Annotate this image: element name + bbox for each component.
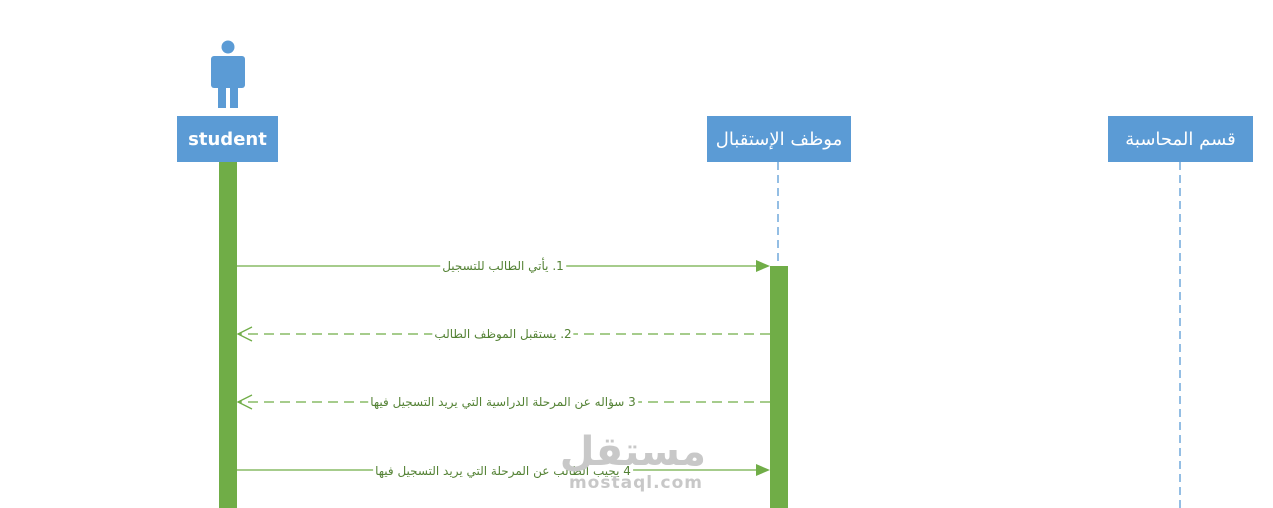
- message-label-3: 3 سؤاله عن المرحلة الدراسية التي يريد ال…: [368, 395, 638, 409]
- participant-reception: موظف الإستقبال: [707, 116, 851, 162]
- message-label-2: 2. يستقبل الموظف الطالب: [432, 327, 574, 341]
- message-label-4: 4 يجيب الطالب عن المرحلة التي يريد التسج…: [373, 464, 633, 478]
- activation-student: [219, 162, 237, 508]
- participant-student: student: [177, 116, 278, 162]
- activation-reception: [770, 266, 788, 508]
- message-label-1: 1. يأتي الطالب للتسجيل: [440, 259, 566, 273]
- person-icon: [211, 40, 245, 108]
- participant-accounting: قسم المحاسبة: [1108, 116, 1253, 162]
